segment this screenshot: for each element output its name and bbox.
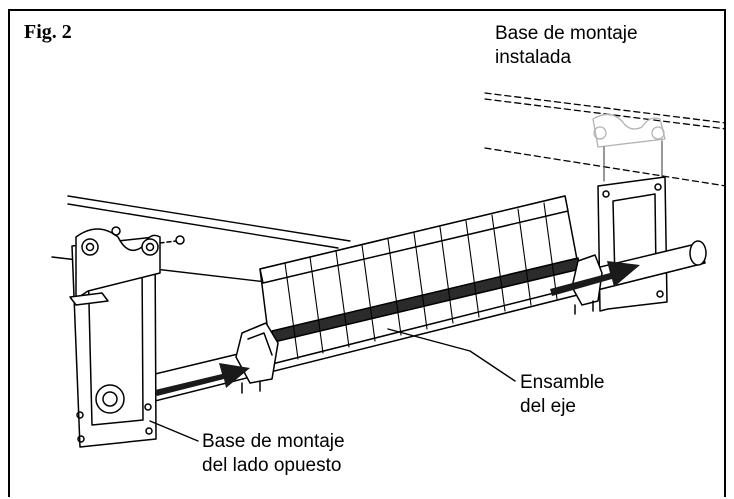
right-arrow-icon xyxy=(550,261,640,296)
figure-frame: Fig. 2 Base de montaje instalada Ensambl… xyxy=(8,9,726,497)
axis-assembly-label-line-1: Ensamble xyxy=(520,372,605,393)
mounting-surface-dashed-lines xyxy=(484,92,726,187)
installed-base-label-line-2: instalada xyxy=(495,47,572,68)
callout-leader-lines xyxy=(149,328,516,442)
right-mounting-plate xyxy=(597,176,668,312)
opposite-base-label-line-1: Base de montaje xyxy=(202,431,345,452)
left-bracket xyxy=(69,228,161,306)
left-shaft-clamp xyxy=(235,322,279,394)
blade-assembly xyxy=(259,195,583,365)
installed-base-label-line-1: Base de montaje xyxy=(495,23,638,44)
axis-assembly-label: Ensamble del eje xyxy=(520,371,605,419)
opposite-base-label-line-2: del lado opuesto xyxy=(202,455,342,476)
opposite-base-label: Base de montaje del lado opuesto xyxy=(202,430,345,478)
axis-assembly-label-line-2: del eje xyxy=(520,396,576,417)
assembly-illustration xyxy=(51,92,726,448)
installed-base-ghost xyxy=(592,113,666,148)
figure-title: Fig. 2 xyxy=(24,21,72,43)
right-arrow-icon xyxy=(155,363,250,396)
installed-base-label: Base de montaje instalada xyxy=(495,22,638,70)
